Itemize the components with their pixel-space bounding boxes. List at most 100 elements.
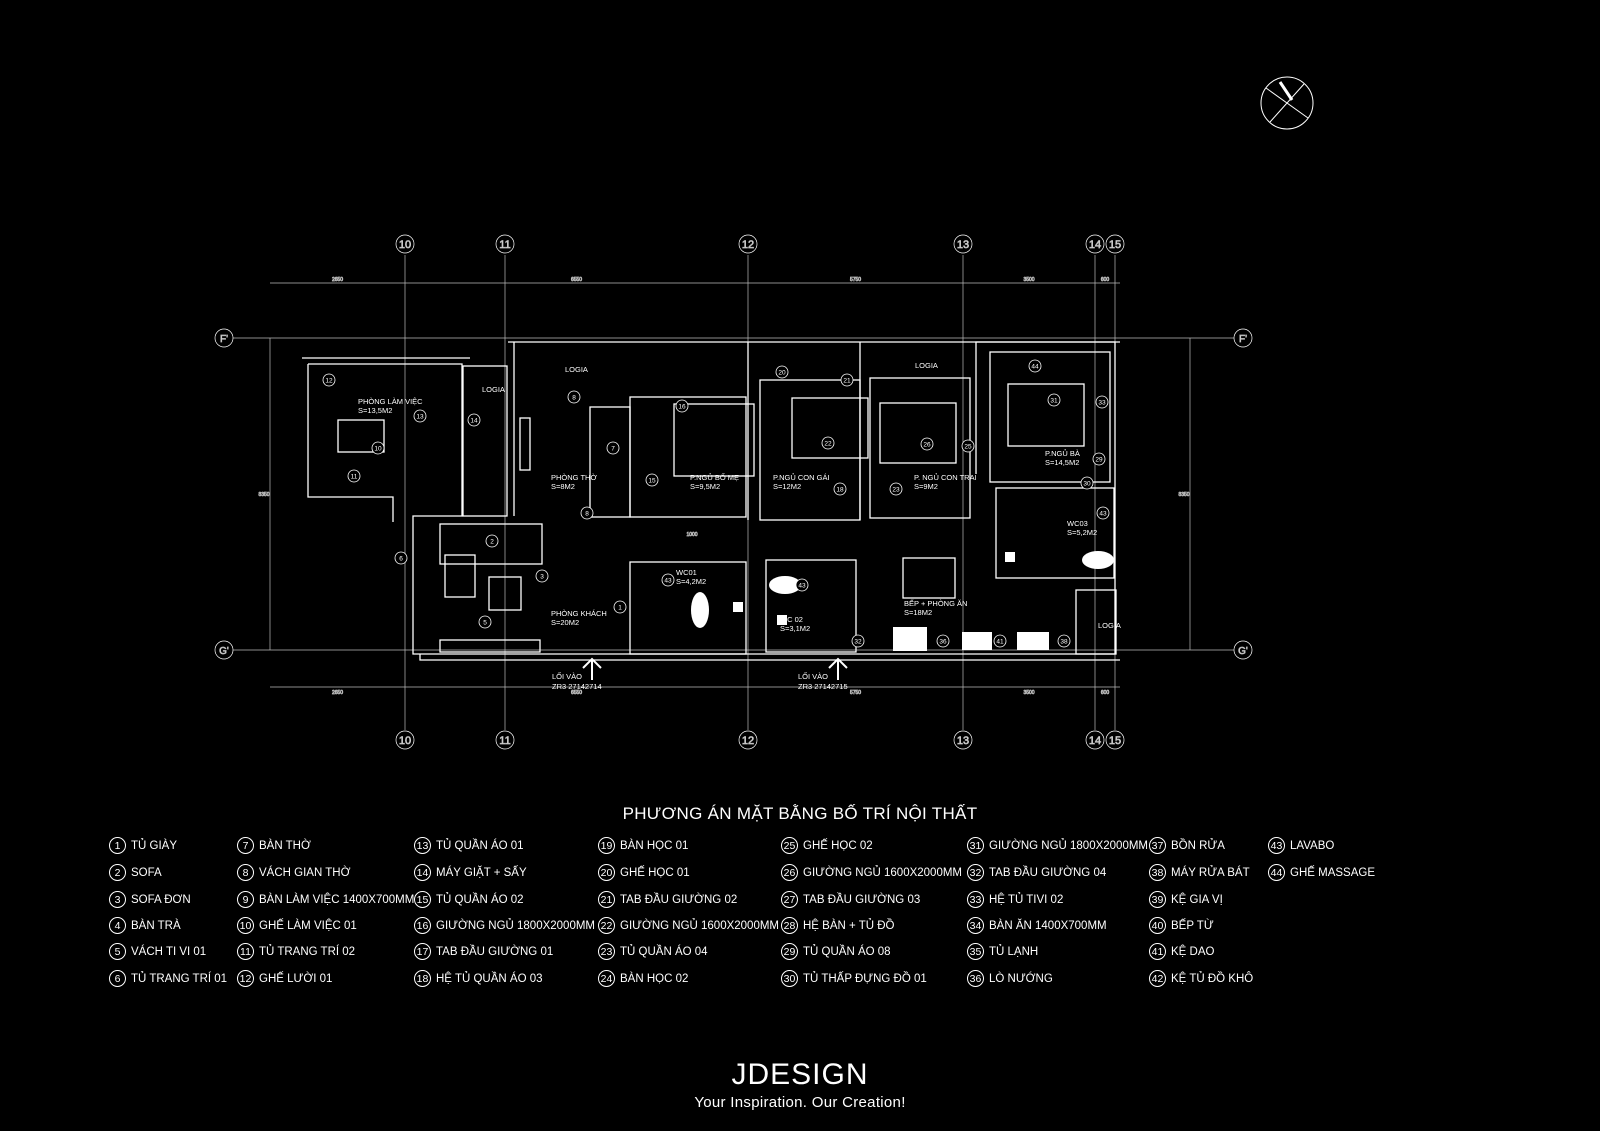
legend-label: BÀN LÀM VIỆC 1400X700MM — [259, 893, 415, 906]
legend-label: BÀN TRÀ — [131, 919, 181, 932]
legend-label: BÀN THỜ — [259, 839, 311, 852]
dimension-label: 3500 — [1023, 690, 1034, 696]
grid-axis-bubble — [1233, 328, 1253, 348]
room-area: S=14,5M2 — [1045, 458, 1079, 467]
room-name: P.NGỦ BÀ — [1045, 449, 1080, 458]
legend-number: 4 — [109, 917, 126, 934]
furniture-marker — [413, 409, 427, 423]
legend-item: 38 MÁY RỬA BÁT — [1149, 864, 1250, 881]
grid-axis-label: 12 — [742, 239, 754, 251]
furniture-marker — [840, 373, 854, 387]
furniture-marker-number: 32 — [854, 639, 862, 646]
dimension-label: 2650 — [332, 277, 343, 283]
dimension-label: 8350 — [1178, 492, 1189, 498]
grid-axis-bubble — [214, 328, 234, 348]
legend-label: MÁY GIẶT + SẤY — [436, 866, 527, 879]
legend-number: 26 — [781, 864, 798, 881]
room-name: WC 02 — [780, 615, 803, 624]
legend-label: GIƯỜNG NGỦ 1800X2000MM — [989, 839, 1149, 852]
room-name: P.NGỦ BỐ MẸ — [690, 472, 739, 482]
legend-label: TAB ĐẦU GIƯỜNG 01 — [436, 945, 554, 958]
legend-label: GIƯỜNG NGỦ 1600X2000MM — [803, 866, 963, 879]
legend-label: HỆ TỦ QUẦN ÁO 03 — [436, 972, 543, 985]
furniture-marker — [1057, 634, 1071, 648]
legend-label: GIƯỜNG NGỦ 1800X2000MM — [436, 919, 596, 932]
legend-label: VÁCH GIAN THỜ — [259, 866, 351, 879]
dimension-label: 6550 — [571, 690, 582, 696]
legend-label: BỒN RỬA — [1171, 839, 1225, 852]
legend-item: 2 SOFA — [109, 864, 162, 881]
furniture-marker-number: 13 — [416, 414, 424, 421]
legend-label: BẾP TỪ — [1171, 919, 1214, 932]
furniture-marker — [1095, 395, 1109, 409]
entry-arrow-icon — [582, 657, 602, 680]
grid-axis-bubble — [395, 730, 415, 750]
furniture-marker-number: 25 — [964, 444, 972, 451]
furniture-marker-number: 21 — [843, 378, 851, 385]
furniture-marker — [613, 600, 627, 614]
room-name: PHÒNG KHÁCH — [551, 609, 607, 618]
furniture-marker — [567, 390, 581, 404]
dimension-label: 5750 — [850, 690, 861, 696]
room-name: P. NGỦ CON TRAI — [914, 473, 977, 482]
legend-number: 31 — [967, 837, 984, 854]
legend-number: 17 — [414, 943, 431, 960]
legend-label: SOFA — [131, 866, 162, 879]
legend-label: TỦ QUẦN ÁO 01 — [436, 839, 524, 852]
furniture-marker-number: 41 — [996, 639, 1004, 646]
appliances — [691, 551, 1114, 651]
furniture-marker-number: 29 — [1095, 457, 1103, 464]
legend-label: TỦ LẠNH — [989, 945, 1039, 958]
legend-number: 2 — [109, 864, 126, 881]
legend-label: TỦ QUẦN ÁO 02 — [436, 893, 524, 906]
legend-number: 19 — [598, 837, 615, 854]
grid-axis-label: 14 — [1089, 239, 1101, 251]
furniture-marker — [645, 473, 659, 487]
legend-number: 38 — [1149, 864, 1166, 881]
legend-number: 13 — [414, 837, 431, 854]
furniture-marker — [851, 634, 865, 648]
furniture-marker-number: 31 — [1050, 398, 1058, 405]
legend-number: 21 — [598, 891, 615, 908]
grid-axis-bubble — [495, 234, 515, 254]
grid-axis-label: F' — [220, 334, 228, 345]
room-name: WC03 — [1067, 519, 1088, 528]
legend-number: 8 — [237, 864, 254, 881]
legend-label: MÁY RỬA BÁT — [1171, 866, 1250, 879]
legend-item: 31 GIƯỜNG NGỦ 1800X2000MM — [967, 837, 1148, 854]
furniture-marker — [920, 437, 934, 451]
furniture-marker-number: 26 — [923, 442, 931, 449]
grid-axis-label: 12 — [742, 735, 754, 747]
legend-number: 28 — [781, 917, 798, 934]
legend-label: VÁCH TI VI 01 — [131, 945, 207, 958]
furniture-marker-number: 20 — [778, 370, 786, 377]
room-name: LOGIA — [565, 365, 588, 374]
furniture-marker-number: 44 — [1031, 364, 1039, 371]
legend-number: 44 — [1268, 864, 1285, 881]
furniture-marker — [1028, 359, 1042, 373]
furniture-marker — [775, 365, 789, 379]
furniture-marker — [322, 373, 336, 387]
legend-number: 18 — [414, 970, 431, 987]
grid-axis-label: 13 — [957, 735, 969, 747]
furniture-marker — [821, 436, 835, 450]
furniture-marker-number: 7 — [611, 446, 615, 453]
furniture-marker-number: 14 — [470, 418, 478, 425]
legend-number: 10 — [237, 917, 254, 934]
legend-number: 29 — [781, 943, 798, 960]
dimension-label: 5750 — [850, 277, 861, 283]
legend-number: 43 — [1268, 837, 1285, 854]
furniture-marker — [889, 482, 903, 496]
furniture-marker — [485, 534, 499, 548]
legend-label: KỆ DAO — [1171, 945, 1215, 958]
